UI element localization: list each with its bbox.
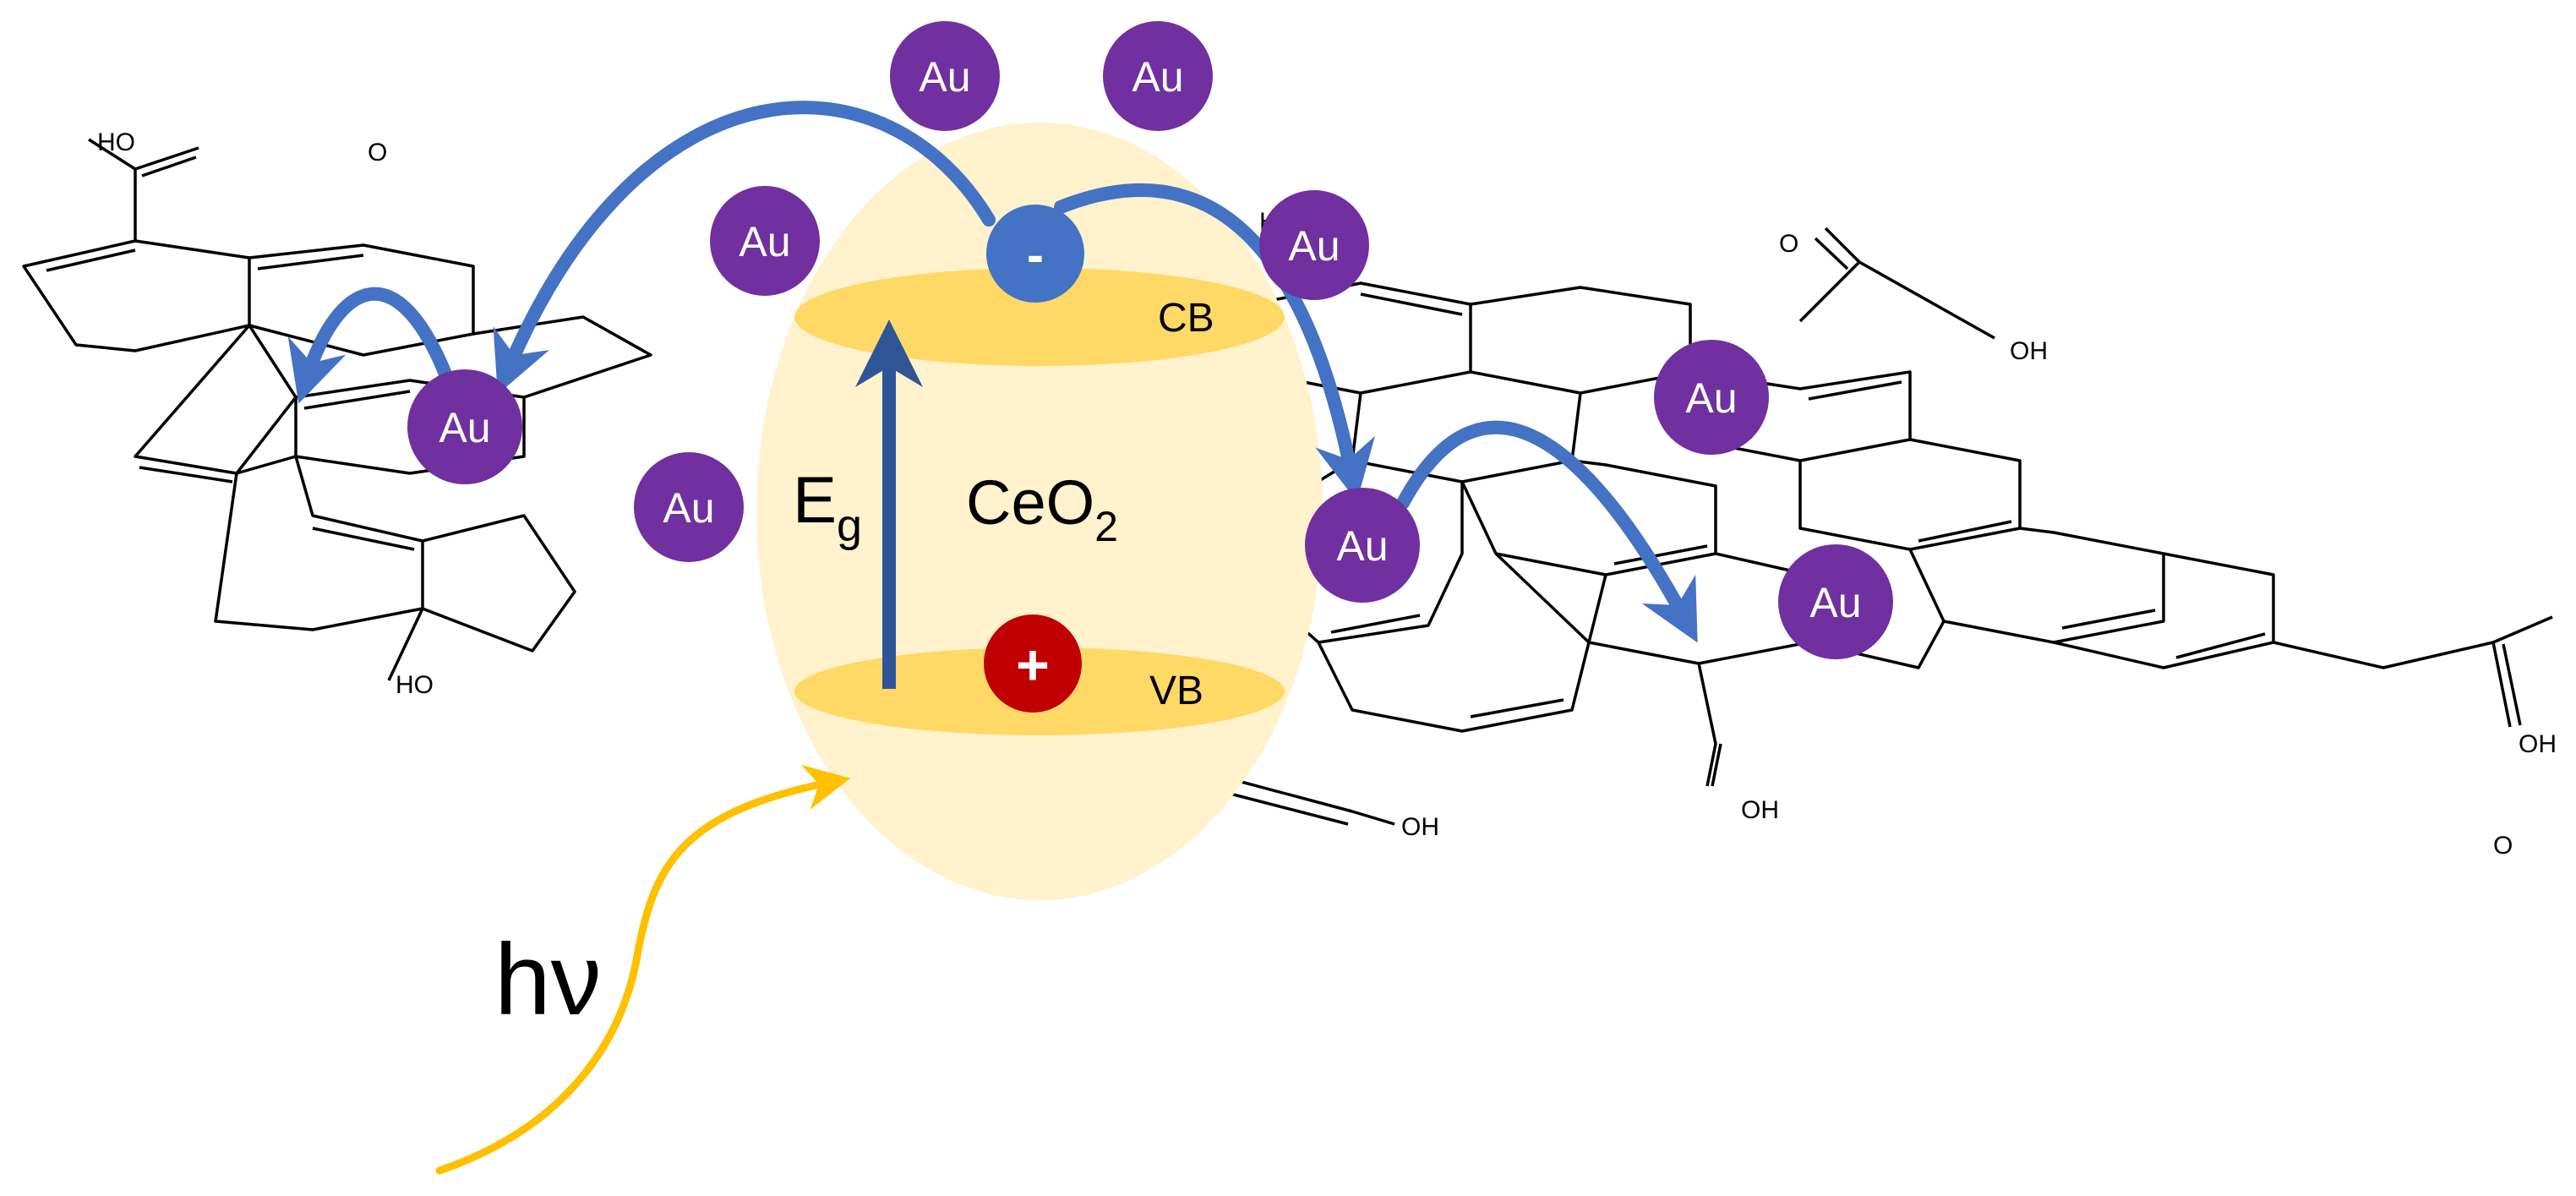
functional-group-labels: HO O H O OH HO OH OH OH O: [97, 128, 2557, 860]
svg-text:Au: Au: [739, 218, 790, 265]
label-o-right: O: [1779, 230, 1798, 258]
label-oh-bottom-center: OH: [1401, 813, 1439, 841]
hole: +: [984, 614, 1082, 713]
svg-text:Au: Au: [919, 53, 970, 101]
vb-label: VB: [1149, 669, 1203, 713]
electron-sign: -: [1027, 227, 1044, 283]
label-oh-far-right: OH: [2519, 730, 2557, 758]
label-o-far-right: O: [2493, 832, 2513, 860]
svg-text:Au: Au: [1685, 374, 1737, 422]
au-particle: Au: [634, 452, 744, 562]
hv-label: hν: [494, 923, 602, 1036]
hole-sign: +: [1016, 633, 1050, 697]
electron: -: [986, 205, 1084, 303]
graphene-oxide-sheet: [22, 138, 2553, 826]
au-particle: Au: [1305, 488, 1420, 603]
au-particle: Au: [890, 21, 1000, 131]
label-oh-right: OH: [2010, 337, 2048, 365]
svg-text:Au: Au: [1132, 53, 1183, 101]
cb-label: CB: [1158, 296, 1214, 341]
label-o-top-left: O: [368, 139, 387, 167]
electron-arrow-to-left-au: [493, 101, 996, 395]
electron-arrow-right-hop: [1396, 420, 1698, 643]
au-particle: Au: [1778, 544, 1893, 659]
au-particle: Au: [1103, 21, 1213, 131]
au-particle: Au: [1259, 190, 1369, 300]
label-ho-bottom-left: HO: [396, 671, 434, 699]
svg-text:Au: Au: [1809, 579, 1861, 626]
light-arrow: [435, 764, 851, 1175]
au-particle: Au: [407, 369, 522, 484]
electron-arrow-left-hop: [287, 287, 453, 404]
au-particle: Au: [1654, 340, 1769, 455]
au-particle: Au: [710, 186, 820, 296]
label-ho-top-left: HO: [97, 128, 135, 156]
svg-text:Au: Au: [1336, 522, 1388, 570]
svg-text:Au: Au: [439, 404, 490, 451]
ceo2-label: CeO2: [966, 467, 1118, 550]
label-oh-bottom-right: OH: [1741, 796, 1779, 824]
eg-label: Eg: [793, 462, 862, 551]
svg-text:Au: Au: [1288, 222, 1340, 270]
svg-text:Au: Au: [663, 484, 714, 532]
au-nanoparticles: Au Au Au Au Au Au Au Au Au: [407, 21, 1893, 659]
